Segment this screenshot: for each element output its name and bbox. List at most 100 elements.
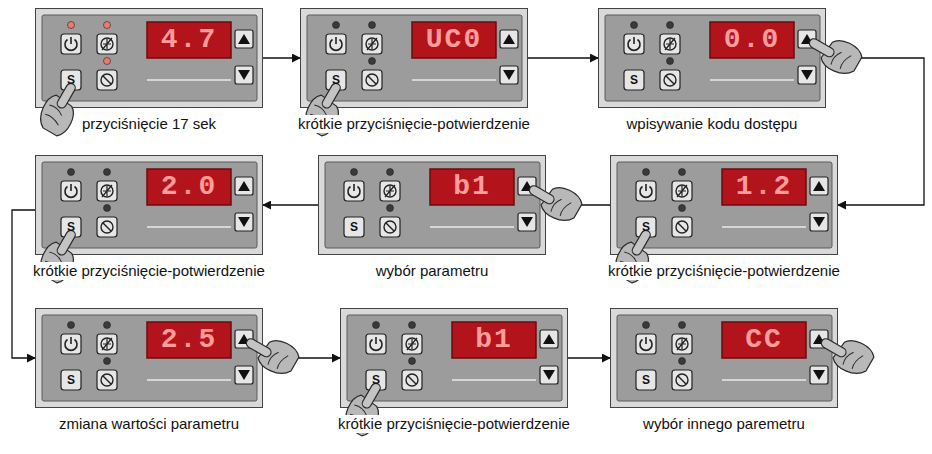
- flow-arrow: [263, 57, 300, 58]
- down-button: [810, 366, 828, 384]
- led: [369, 58, 376, 65]
- panel-frame: [599, 9, 826, 108]
- panel-button: [326, 70, 346, 90]
- stop-icon: [368, 76, 376, 84]
- controller-panel: 1.2Skrótkie przyciśnięcie-potwierdzenie: [610, 155, 838, 255]
- display-value-box: 0.0: [710, 22, 794, 58]
- up-arrow-icon: [801, 34, 813, 44]
- display-value-box: CC: [722, 322, 806, 358]
- step-caption-box: zmiana wartości parametru: [0, 414, 313, 434]
- led: [679, 169, 686, 176]
- controller-panel: 0.0Swpisywanie kodu dostępu: [598, 8, 826, 108]
- panel-line: [147, 79, 231, 81]
- display-value-box: UC0: [412, 22, 496, 58]
- stop-icon: [384, 221, 396, 233]
- display-value-box: b1: [430, 169, 514, 205]
- defrost-icon: [101, 185, 113, 197]
- panel-button: [660, 34, 680, 54]
- led: [104, 58, 111, 65]
- down-button: [235, 66, 253, 84]
- controller-panel: 2.5Szmiana wartości parametru: [35, 308, 263, 408]
- panel-frame: [301, 9, 528, 108]
- panel-button: [97, 370, 117, 390]
- stop-icon: [386, 223, 394, 231]
- led: [68, 322, 75, 329]
- button-label: S: [642, 221, 650, 233]
- panel-button: [61, 34, 81, 54]
- display-window: [412, 22, 496, 58]
- up-arrow-icon: [238, 181, 250, 191]
- step-caption-box: wybór parametru: [268, 261, 596, 281]
- panel-button: [660, 70, 680, 90]
- step-caption-box: krótkie przyciśnięcie-potwierdzenie: [250, 114, 578, 134]
- panel-button: [326, 34, 346, 54]
- stop-icon: [408, 376, 416, 384]
- panel-button: [362, 70, 382, 90]
- button-label-box: S: [344, 217, 364, 237]
- button-label: S: [67, 221, 75, 233]
- up-arrow-icon: [543, 334, 555, 344]
- down-button: [235, 366, 253, 384]
- power-icon: [640, 184, 652, 197]
- panel-drawing: [318, 155, 546, 255]
- defrost-icon: [101, 38, 113, 50]
- up-button: [235, 177, 253, 195]
- down-arrow-icon: [813, 217, 825, 227]
- power-icon: [65, 337, 77, 350]
- panel-button: [402, 370, 422, 390]
- panel-frame: [611, 156, 838, 255]
- step-caption: krótkie przyciśnięcie-potwierdzenie: [336, 415, 572, 433]
- step-caption: krótkie przyciśnięcie-potwierdzenie: [296, 115, 532, 133]
- step-caption-box: wpisywanie kodu dostępu: [548, 114, 876, 134]
- step-caption-box: krótkie przyciśnięcie-potwierdzenie: [0, 261, 313, 281]
- button-label-box: S: [61, 70, 81, 90]
- display-value: 2.0: [161, 173, 217, 201]
- button-label: S: [642, 374, 650, 386]
- defrost-icon: [385, 185, 395, 197]
- up-button: [235, 30, 253, 48]
- stop-icon: [103, 376, 111, 384]
- flow-arrow: [263, 204, 318, 205]
- flow-arrow: [528, 57, 598, 58]
- panel-button: [636, 217, 656, 237]
- stop-icon: [676, 221, 688, 233]
- up-button: [500, 30, 518, 48]
- panel-button: [61, 70, 81, 90]
- button-label: S: [630, 74, 638, 86]
- controller-panel: b1Swybór parametru: [318, 155, 546, 255]
- display-window: [452, 322, 536, 358]
- panel-drawing: [35, 308, 263, 408]
- flow-arrow: [263, 357, 340, 358]
- stop-icon: [406, 374, 418, 386]
- button-label-box: S: [326, 70, 346, 90]
- up-button: [235, 330, 253, 348]
- led: [631, 22, 638, 29]
- defrost-icon: [102, 338, 112, 350]
- step-caption: wybór parametru: [374, 262, 491, 280]
- button-label-box: S: [61, 370, 81, 390]
- panel-button: [344, 217, 364, 237]
- panel-drawing: [300, 8, 528, 108]
- step-caption: wybór innego paremetru: [641, 415, 807, 433]
- step-caption-box: krótkie przyciśnięcie-potwierdzenie: [290, 414, 618, 434]
- display-value: 1.2: [736, 173, 792, 201]
- led: [104, 22, 111, 29]
- led: [643, 322, 650, 329]
- panel-face: [307, 15, 522, 101]
- panel-button: [97, 70, 117, 90]
- down-arrow-icon: [238, 217, 250, 227]
- panel-button: [672, 334, 692, 354]
- power-icon: [640, 337, 652, 350]
- led: [369, 22, 376, 29]
- defrost-icon: [677, 338, 687, 350]
- panel-button: [672, 370, 692, 390]
- panel-line: [722, 226, 806, 228]
- panel-face: [347, 315, 562, 401]
- led: [351, 169, 358, 176]
- flow-arrow: [546, 204, 610, 205]
- down-arrow-icon: [503, 70, 515, 80]
- controller-panel: CCSwybór innego paremetru: [610, 308, 838, 408]
- button-label-box: S: [624, 70, 644, 90]
